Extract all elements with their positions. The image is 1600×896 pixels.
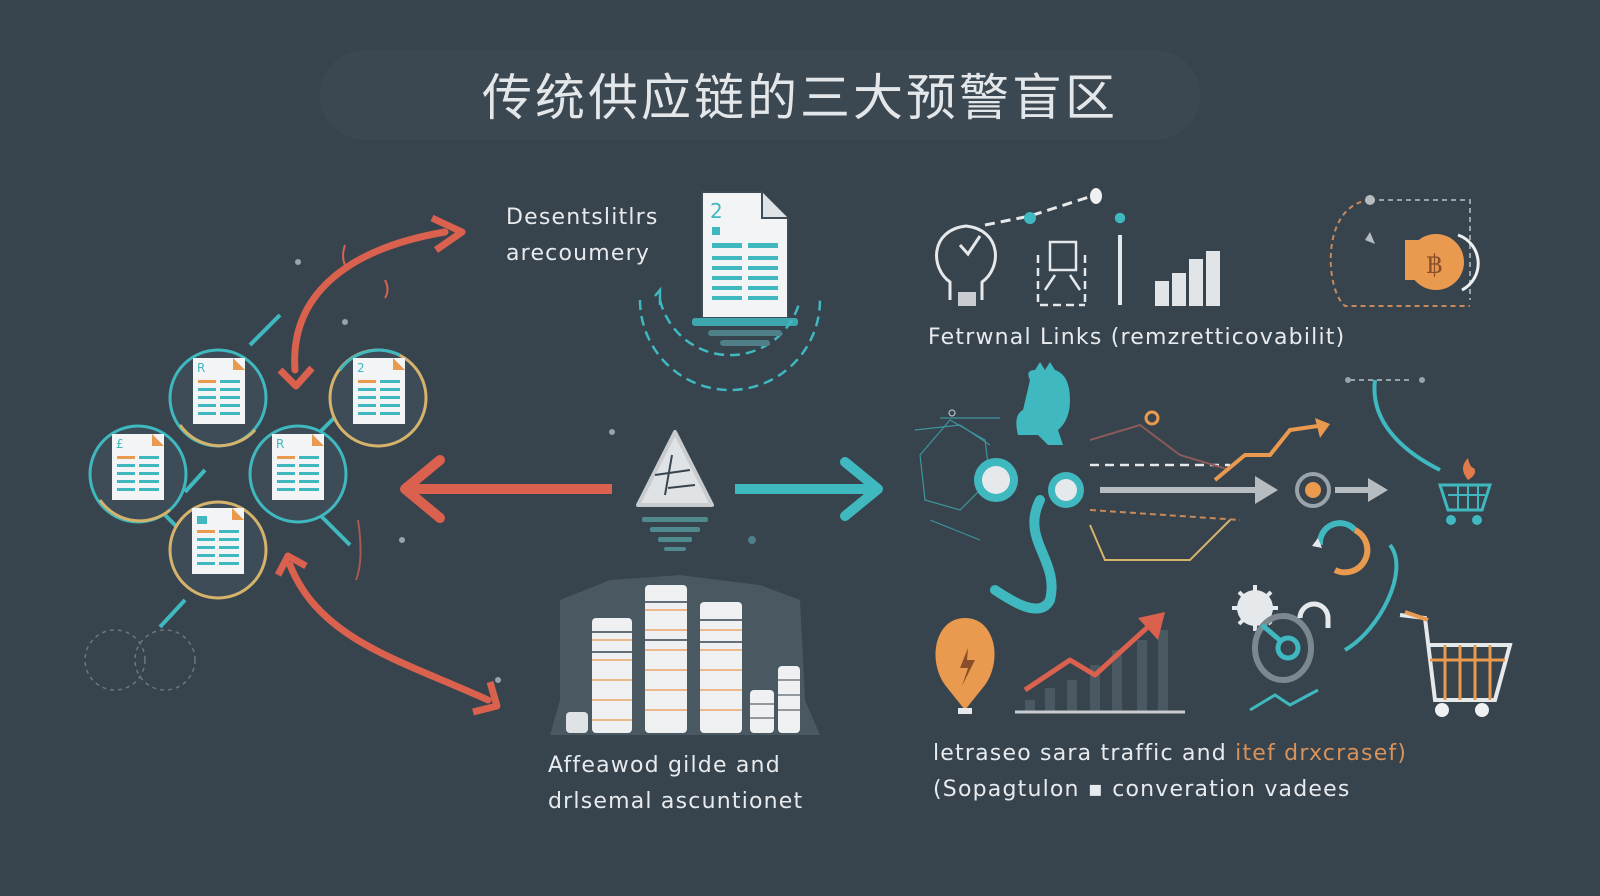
- curved-arrow-top-icon: [277, 214, 466, 390]
- top-center-line1: Desentslitlrs: [506, 205, 659, 230]
- svg-text:2: 2: [710, 199, 723, 223]
- bottom-right-line2: (Sopagtulon ▪ converation vadees: [933, 777, 1351, 802]
- gear-lock-icon: [1232, 585, 1331, 712]
- trend-chart-icon: [1015, 612, 1185, 714]
- bottom-center-line1: Affeawod gilde and: [548, 753, 781, 778]
- top-right-label: Fetrwnal Links (remzretticovabilit): [928, 325, 1346, 350]
- doc-node: [168, 500, 268, 600]
- cart-small-icon: [1437, 458, 1493, 525]
- bottom-right-label: letraseo sara traffic and itef drxcrasef…: [933, 736, 1407, 808]
- network-flow-icon: [914, 362, 1441, 614]
- decorative-dots: [295, 259, 756, 683]
- doc-node: 2: [328, 348, 428, 448]
- svg-text:฿: ฿: [1426, 250, 1443, 280]
- top-center-line2: arecoumery: [506, 241, 651, 266]
- top-center-label: Desentslitlrs arecoumery: [506, 200, 659, 272]
- document-icon: 2: [638, 191, 822, 392]
- doc-node: R: [168, 348, 268, 448]
- doc-node: R: [248, 424, 348, 524]
- coin-stacks-icon: [550, 575, 820, 735]
- document-network-icon: R 2 £ R: [88, 313, 428, 629]
- arrow-right-icon: [735, 457, 883, 521]
- refresh-arc-icon: [1312, 520, 1399, 652]
- bottom-right-line1-main: letraseo sara traffic and: [933, 741, 1236, 766]
- page-title: 传统供应链的三大预警盲区: [482, 69, 1118, 127]
- doc-node: £: [88, 424, 188, 524]
- lightbulb-bolt-icon: [935, 618, 995, 714]
- dollar-coin-icon: ฿: [1329, 195, 1480, 307]
- svg-text:R: R: [276, 437, 284, 451]
- bar-chart-icon: [1155, 251, 1220, 306]
- bottom-right-line1-accent: itef drxcrasef): [1235, 741, 1408, 766]
- network-nodes-icon: [1036, 212, 1126, 307]
- arrow-left-icon: [400, 455, 612, 523]
- dashed-circles: [84, 629, 196, 691]
- warning-triangle-icon: [636, 430, 714, 551]
- svg-text:R: R: [197, 361, 205, 375]
- curved-arrow-bottom-icon: [274, 519, 501, 716]
- svg-text:£: £: [116, 437, 124, 451]
- bottom-center-line2: drlsemal ascuntionet: [548, 789, 804, 814]
- svg-text:2: 2: [357, 361, 365, 375]
- lightbulb-check-icon: [935, 188, 1102, 306]
- shopping-cart-icon: [1399, 610, 1513, 717]
- bottom-right-line1: letraseo sara traffic and itef drxcrasef…: [933, 736, 1407, 772]
- bottom-center-label: Affeawod gilde and drlsemal ascuntionet: [548, 748, 803, 820]
